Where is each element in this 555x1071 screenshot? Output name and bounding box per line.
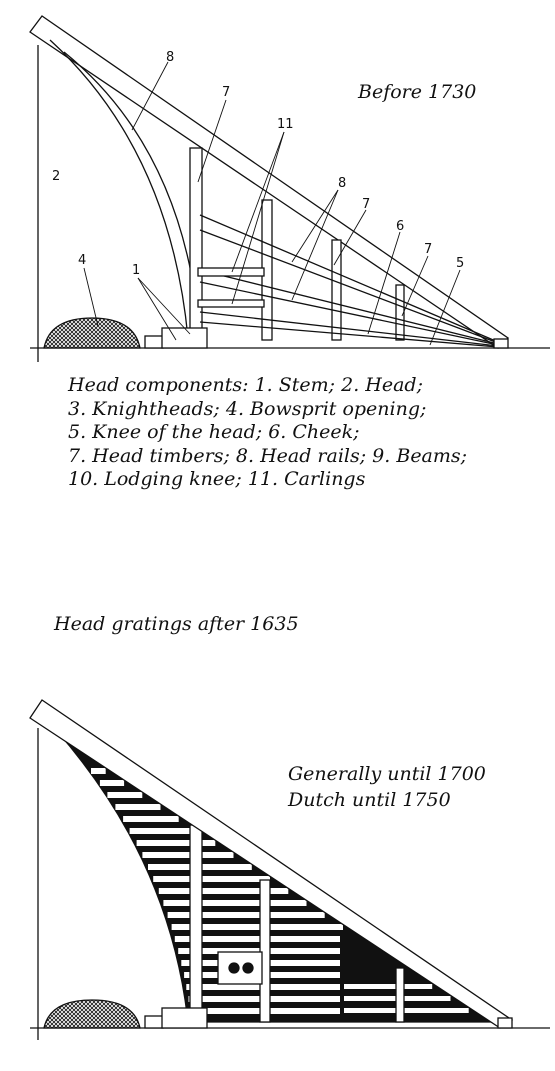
callout-5: 5 [456, 256, 464, 271]
callout-4: 4 [78, 253, 86, 268]
grating-bar [115, 804, 161, 810]
bottom-head-timber-2 [259, 879, 271, 1023]
top-carling-1 [197, 267, 265, 277]
callout-6: 6 [396, 219, 404, 234]
caption-line: 7. Head timbers; 8. Head rails; 9. Beams… [68, 444, 468, 467]
top-head-diagram [29, 15, 550, 362]
callout-8a: 8 [166, 50, 174, 65]
caption-line: 5. Knee of the head; 6. Cheek; [68, 421, 360, 443]
callout-7b: 7 [362, 197, 370, 212]
bottom-head-timber-3 [395, 967, 405, 1023]
bottom-section-title: Head gratings after 1635 [53, 613, 299, 635]
grating-bar [107, 792, 143, 798]
callout-11: 11 [277, 117, 294, 132]
callout-2: 2 [52, 169, 60, 184]
top-carling-2 [197, 299, 265, 308]
callout-1: 1 [132, 263, 140, 278]
grating-bar [178, 948, 340, 954]
grating-bar [171, 924, 343, 930]
grating-bar [344, 984, 433, 989]
top-knee-outer [49, 39, 189, 339]
top-bowsprit-opening [43, 317, 141, 349]
top-head-timber-3 [331, 239, 342, 341]
grating-bar [344, 1008, 469, 1013]
caption-line: Head components: 1. Stem; 2. Head; [68, 374, 423, 396]
top-callouts: 8 7 11 2 8 7 6 7 5 4 1 [52, 50, 464, 278]
top-stem-block-1 [144, 335, 164, 349]
grating-bar [167, 912, 325, 918]
bottom-head-timber-1 [189, 824, 203, 1023]
bottom-grating-diagram [29, 699, 550, 1040]
grating-bar [99, 780, 125, 786]
grating-bar [163, 900, 307, 906]
grating-bar [174, 936, 340, 942]
callout-8b: 8 [338, 176, 346, 191]
top-head-rail-4 [199, 281, 499, 346]
bottom-period-line-1: Generally until 1700 [288, 763, 486, 785]
caption-line: 10. Lodging knee; 11. Carlings [68, 468, 366, 490]
top-head-rail-3 [199, 269, 499, 345]
bottom-stem-block-1 [144, 1015, 164, 1029]
top-leader-lines [83, 61, 461, 346]
grating-bar [123, 816, 179, 822]
grating-bar [158, 888, 289, 894]
grating-bar [129, 828, 197, 834]
grating-bar [136, 840, 216, 846]
grating-bar [142, 852, 234, 858]
top-period-label: Before 1730 [357, 81, 476, 103]
callout-7c: 7 [424, 242, 432, 257]
top-head-rail-1 [199, 214, 499, 343]
top-head-rail-6 [199, 321, 499, 348]
bottom-hawse-hole-2 [242, 962, 254, 974]
bottom-stem-block-2 [161, 1007, 208, 1029]
head-components-caption: Head components: 1. Stem; 2. Head; 3. Kn… [68, 374, 548, 492]
grating-bar [91, 768, 106, 774]
callout-7a: 7 [222, 85, 230, 100]
top-head-rail-2 [199, 229, 499, 344]
bottom-hawse-hole-1 [228, 962, 240, 974]
top-head-rail-5 [199, 311, 499, 347]
top-knee-end-block [493, 338, 509, 349]
grating-bar [153, 876, 270, 882]
top-stem-block-2 [161, 327, 208, 349]
bottom-period-line-2: Dutch until 1750 [287, 789, 451, 811]
bottom-knee-end-block [497, 1017, 513, 1029]
caption-line: 3. Knightheads; 4. Bowsprit opening; [68, 397, 427, 420]
bottom-bowsprit-opening [43, 999, 141, 1029]
bottom-hawse-block [217, 951, 263, 985]
top-head-timber-4 [395, 284, 405, 341]
